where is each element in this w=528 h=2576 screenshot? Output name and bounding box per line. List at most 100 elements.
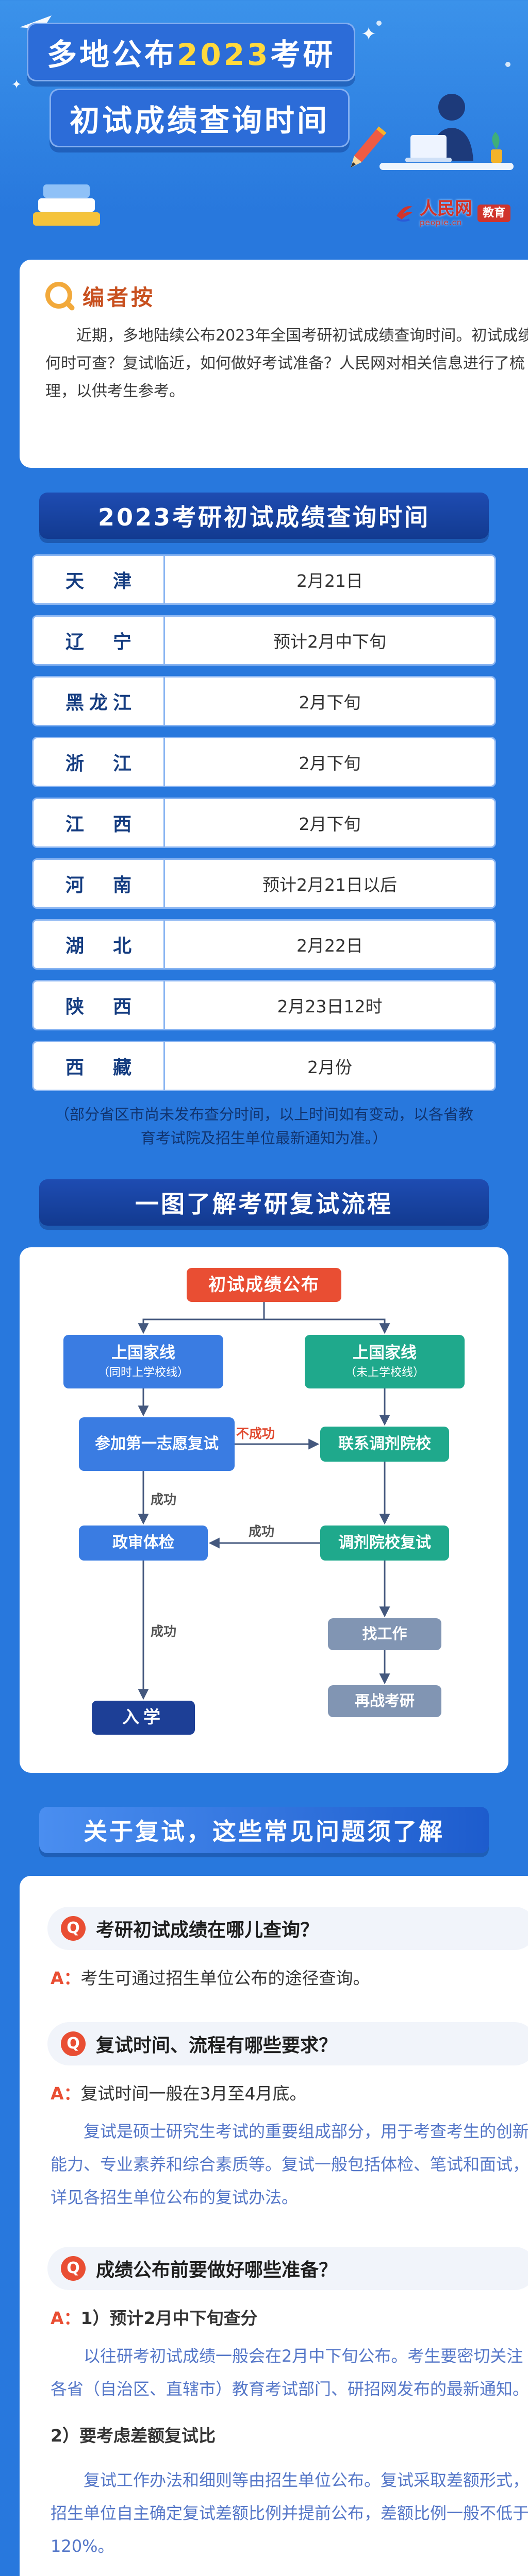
table-row: 陕西 2月23日12时	[32, 980, 496, 1030]
qa-section-banner: 关于复试，这些常见问题须了解	[39, 1806, 489, 1853]
answer-line: A： 1）预计2月中下旬查分	[47, 2304, 528, 2329]
time-cell: 2月22日	[296, 936, 363, 956]
flowchart-card: 初试成绩公布 上国家线 （同时上学校线） 上国家线 （未上学校线） 参加第一志愿…	[20, 1247, 508, 1773]
time-cell: 预计2月21日以后	[262, 875, 397, 895]
time-cell: 2月下旬	[299, 753, 361, 773]
province-cell: 陕西	[34, 981, 165, 1029]
qa-item: Q 成绩公布前要做好哪些准备？ A： 1）预计2月中下旬查分 以往研考初试成绩一…	[47, 2246, 528, 2576]
student-laptop-illustration	[380, 94, 514, 170]
brand-channel-badge: 教育	[477, 205, 510, 222]
title-text-line2: 初试成绩查询时间	[70, 103, 330, 138]
pencil-icon	[351, 126, 387, 168]
flow-node-national-line-school: 上国家线 （同时上学校线）	[63, 1334, 223, 1388]
answer-text: 考生可通过招生单位公布的途径查询。	[80, 1968, 370, 1988]
time-cell: 2月21日	[296, 571, 363, 591]
sparkle-icon: ✦	[361, 24, 377, 45]
flow-node-main-text: 上国家线	[111, 1343, 175, 1362]
answer-prefix: A：	[51, 2083, 81, 2104]
answer-text: 复试时间一般在3月至4月底。	[80, 2083, 307, 2104]
flow-node-find-job: 找工作	[328, 1618, 441, 1650]
editor-note-card: 编者按 近期，多地陆续公布2023年全国考研初试成绩查询时间。初试成绩何时可查？…	[20, 260, 528, 468]
province-name: 黑龙江	[65, 692, 131, 714]
province-name: 辽宁	[65, 632, 131, 653]
score-section-banner: 2023考研初试成绩查询时间	[39, 493, 489, 539]
dot-decoration	[376, 21, 382, 26]
question-icon: Q	[61, 1916, 86, 1941]
province-name: 西藏	[65, 1057, 131, 1078]
time-cell: 预计2月中下旬	[273, 632, 386, 652]
title-text-pre: 多地公布	[47, 37, 177, 72]
flow-node-review-physical: 政审体检	[79, 1525, 208, 1561]
time-cell: 2月下旬	[299, 692, 361, 713]
flow-node-sub-text: （同时上学校线）	[97, 1366, 189, 1380]
flow-node-national-line-no-school: 上国家线 （未上学校线）	[305, 1334, 465, 1388]
flow-node-main-text: 上国家线	[353, 1343, 417, 1362]
time-cell: 2月份	[307, 1057, 352, 1077]
answer-prefix: A：	[51, 2308, 81, 2328]
answer-paragraph: 复试工作办法和细则等由招生单位公布。复试采取差额形式，招生单位自主确定复试差额比…	[51, 2470, 528, 2556]
question-row: Q 考研初试成绩在哪儿查询？	[47, 1906, 528, 1950]
title-line-1: 多地公布2023考研	[27, 23, 356, 81]
flow-node-adjustment-retest: 调剂院校复试	[320, 1525, 449, 1561]
answer-line: A： 复试时间一般在3月至4月底。	[47, 2080, 528, 2105]
province-cell: 天津	[34, 556, 165, 603]
brand-name: 人民网	[419, 198, 472, 219]
flow-label-fail: 不成功	[236, 1426, 275, 1441]
question-row: Q 成绩公布前要做好哪些准备？	[47, 2246, 528, 2290]
qa-item: Q 复试时间、流程有哪些要求？ A： 复试时间一般在3月至4月底。 复试是硕士研…	[47, 2022, 528, 2214]
question-row: Q 复试时间、流程有哪些要求？	[47, 2022, 528, 2065]
answer-line: A： 考生可通过招生单位公布的途径查询。	[47, 1964, 528, 1989]
title-year: 2023	[177, 37, 271, 72]
province-name: 陕西	[65, 996, 131, 1018]
province-cell: 河南	[34, 860, 165, 907]
flow-node-contact-adjustment: 联系调剂院校	[320, 1426, 449, 1462]
flow-node-sub-text: （未上学校线）	[344, 1366, 424, 1380]
province-cell: 湖北	[34, 921, 165, 968]
brand-logo: 人民网 people.cn 教育	[394, 200, 510, 227]
table-row: 辽宁 预计2月中下旬	[32, 615, 496, 666]
editor-note-body: 近期，多地陆续公布2023年全国考研初试成绩查询时间。初试成绩何时可查？复试临近…	[45, 327, 528, 400]
table-row: 河南 预计2月21日以后	[32, 858, 496, 909]
flow-label-success: 成功	[249, 1523, 275, 1539]
dot-decoration	[505, 62, 510, 67]
answer-subheading: 1）预计2月中下旬查分	[80, 2308, 258, 2328]
province-cell: 西藏	[34, 1042, 165, 1090]
table-row: 天津 2月21日	[32, 554, 496, 605]
wing-icon	[396, 206, 412, 222]
province-cell: 浙江	[34, 738, 165, 786]
province-name: 江西	[65, 814, 131, 835]
table-row: 西藏 2月份	[32, 1041, 496, 1091]
time-cell: 2月下旬	[299, 814, 361, 834]
flow-label-success: 成功	[151, 1492, 177, 1507]
flow-label-success: 成功	[151, 1623, 177, 1639]
table-row: 浙江 2月下旬	[32, 737, 496, 787]
title-text-post: 考研	[270, 37, 336, 72]
time-cell: 2月23日12时	[277, 996, 383, 1016]
flow-arrows	[138, 1301, 390, 1700]
province-name: 湖北	[65, 936, 131, 957]
table-row: 湖北 2月22日	[32, 919, 496, 970]
qa-card: Q 考研初试成绩在哪儿查询？ A： 考生可通过招生单位公布的途径查询。 Q 复试…	[20, 1875, 528, 2576]
score-table: 天津 2月21日 辽宁 预计2月中下旬 黑龙江 2月下旬 浙江 2月下旬 江西 …	[32, 554, 496, 1091]
flow-node-first-choice-retest: 参加第一志愿复试	[79, 1417, 235, 1471]
title-line-2: 初试成绩查询时间	[50, 89, 350, 147]
flow-node-retry-exam: 再战考研	[328, 1685, 441, 1717]
province-cell: 辽宁	[34, 617, 165, 664]
question-icon: Q	[61, 2031, 86, 2056]
province-name: 浙江	[65, 753, 131, 774]
answer-prefix: A：	[51, 1968, 81, 1988]
question-icon: Q	[61, 2256, 86, 2281]
header: ✦ ✦ ✦ 多地公布2023考研 初试成绩查询时间	[0, 0, 528, 242]
flow-section-banner: 一图了解考研复试流程	[39, 1179, 489, 1226]
editor-note-header: 编者按	[45, 280, 528, 312]
brand-text: 人民网 people.cn	[420, 200, 472, 227]
table-note: （部分省区市尚未发布查分时间，以上时间如有变动，以各省教育考试院及招生单位最新通…	[54, 1106, 473, 1147]
sparkle-icon: ✦	[11, 77, 22, 92]
brand-domain: people.cn	[419, 218, 463, 227]
qa-item: Q 考研初试成绩在哪儿查询？ A： 考生可通过招生单位公布的途径查询。	[47, 1906, 528, 1989]
province-cell: 江西	[34, 799, 165, 846]
province-name: 河南	[65, 875, 131, 896]
flow-node-start: 初试成绩公布	[187, 1267, 341, 1302]
answer-paragraph: 复试是硕士研究生考试的重要组成部分，用于考查考生的创新能力、专业素养和综合素质等…	[51, 2121, 528, 2207]
table-row: 江西 2月下旬	[32, 798, 496, 848]
